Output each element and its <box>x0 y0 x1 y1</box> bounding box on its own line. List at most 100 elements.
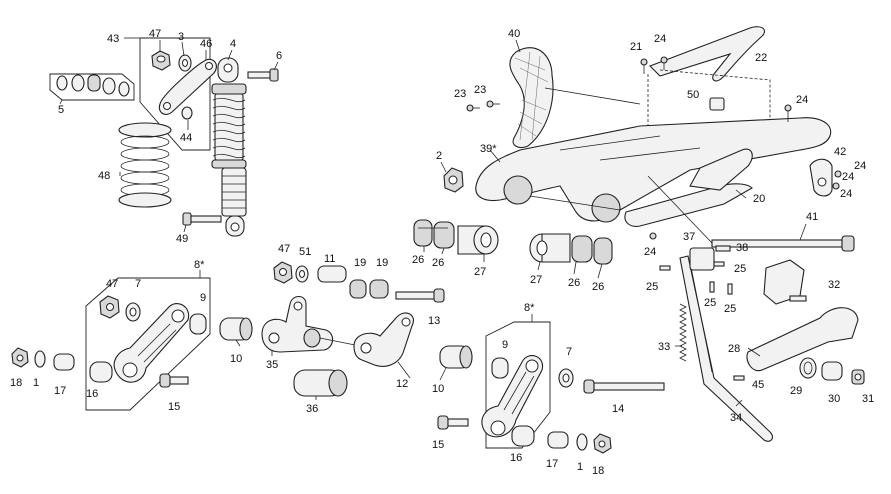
callout-1: 1 <box>577 461 583 473</box>
shock-4-bellows-ribs <box>222 175 246 209</box>
callout-27: 27 <box>474 266 486 278</box>
callout-18: 18 <box>10 377 22 389</box>
chain-guard-22 <box>649 26 765 82</box>
callout-16: 16 <box>86 388 98 400</box>
callout-47: 47 <box>149 28 161 40</box>
callout-13: 13 <box>428 315 440 327</box>
bushing-16-center <box>511 425 535 447</box>
callout-25: 25 <box>734 263 746 275</box>
pedal-28 <box>746 307 859 372</box>
callout-26: 26 <box>412 254 424 266</box>
sidestand-group <box>659 245 865 442</box>
callout-24: 24 <box>654 33 666 45</box>
bearing-19a <box>349 279 367 299</box>
shock-4-coils <box>212 97 246 159</box>
shock-4-collar <box>211 159 247 169</box>
callout-15: 15 <box>168 401 180 413</box>
callout-20: 20 <box>753 193 765 205</box>
callout-34: 34 <box>730 412 742 424</box>
callout-14: 14 <box>612 403 624 415</box>
callout-50: 50 <box>687 89 699 101</box>
callout-labels: 43 47 3 46 4 6 5 44 48 49 40 21 24 22 23… <box>10 28 874 477</box>
callout-22: 22 <box>755 52 767 64</box>
callout-47: 47 <box>106 278 118 290</box>
callout-42: 42 <box>834 146 846 158</box>
group-8-center-box <box>485 321 551 449</box>
chain-slider-20 <box>624 183 753 227</box>
bearing-26d <box>593 237 613 265</box>
callout-44: 44 <box>180 132 192 144</box>
bushing-17-center <box>547 431 569 449</box>
bushing-9-left <box>189 313 207 335</box>
callout-19: 19 <box>376 257 388 269</box>
washer-1-left <box>34 350 46 368</box>
screw-45 <box>733 375 745 381</box>
screws-25 <box>659 261 733 295</box>
callout-7: 7 <box>135 278 141 290</box>
washer-1-center <box>576 433 588 451</box>
bolt-49 <box>182 212 222 226</box>
callout-25: 25 <box>724 303 736 315</box>
swingarm-39-pivot-left <box>503 175 533 205</box>
callout-49: 49 <box>176 233 188 245</box>
callout-25: 25 <box>704 297 716 309</box>
callout-2: 2 <box>436 150 442 162</box>
bolt-15-left <box>159 373 189 388</box>
callout-30: 30 <box>828 393 840 405</box>
dogbone-8-center <box>437 314 665 454</box>
bolt-38 <box>715 245 731 252</box>
caliper-bracket <box>689 148 753 191</box>
linkage-group <box>219 261 445 397</box>
bolt-31 <box>851 369 865 385</box>
spacer-11 <box>317 265 347 283</box>
bearing-group <box>413 219 613 265</box>
bracket-50 <box>709 97 725 111</box>
bolt-15-center <box>437 415 469 430</box>
callout-19: 19 <box>354 257 366 269</box>
callout-24: 24 <box>644 246 656 258</box>
callout-36: 36 <box>306 403 318 415</box>
callout-17: 17 <box>54 385 66 397</box>
callout-15: 15 <box>432 439 444 451</box>
callout-4: 4 <box>230 38 236 50</box>
callout-17: 17 <box>546 458 558 470</box>
bolt-14 <box>583 379 665 394</box>
dogbone-8-left <box>11 270 211 411</box>
callout-26: 26 <box>432 257 444 269</box>
callout-11: 11 <box>324 253 335 265</box>
callout-7: 7 <box>566 346 572 358</box>
callout-43: 43 <box>107 33 119 45</box>
callout-39: 39* <box>480 143 497 155</box>
callout-26: 26 <box>592 281 604 293</box>
callout-25: 25 <box>646 281 658 293</box>
callout-21: 21 <box>630 41 642 53</box>
leader-lines <box>59 39 807 407</box>
spring-29 <box>799 357 817 379</box>
callout-23: 23 <box>454 88 466 100</box>
callout-8: 8* <box>524 302 535 314</box>
bushing-16-left <box>89 361 113 383</box>
bearing-26b <box>433 221 455 249</box>
shock-4-reservoir <box>211 83 247 95</box>
callout-47: 47 <box>278 243 290 255</box>
callout-9: 9 <box>200 292 206 304</box>
axle-41 <box>711 235 855 252</box>
link-plate-46 <box>158 58 217 115</box>
callout-10: 10 <box>432 383 444 395</box>
callout-5: 5 <box>58 104 64 116</box>
callout-45: 45 <box>752 379 764 391</box>
callout-38: 38 <box>736 242 748 254</box>
rocker-35-bearing <box>303 328 321 348</box>
callout-31: 31 <box>862 393 874 405</box>
spacer-set-5 <box>49 73 135 101</box>
callout-24: 24 <box>796 94 808 106</box>
callout-18: 18 <box>592 465 604 477</box>
swingarm-group <box>443 26 855 252</box>
callout-26: 26 <box>568 277 580 289</box>
callout-48: 48 <box>98 170 110 182</box>
callout-3: 3 <box>178 31 184 43</box>
callout-12: 12 <box>396 378 408 390</box>
group-43-box <box>139 37 211 151</box>
callout-32: 32 <box>828 279 840 291</box>
